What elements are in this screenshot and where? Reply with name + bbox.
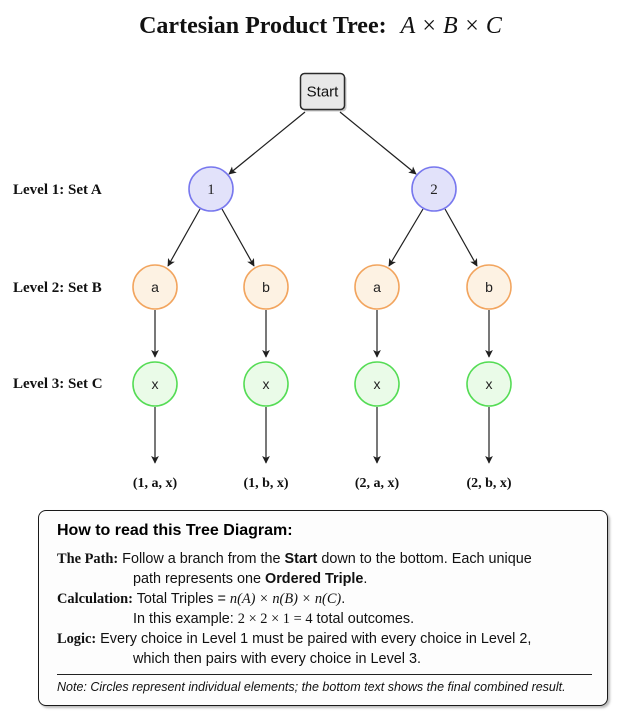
path-text-1: Follow a branch from the (122, 551, 281, 567)
calc-text-4: total outcomes. (316, 611, 415, 627)
row-label-level-1: Level 1: Set A (13, 182, 102, 198)
node-b-left-label: b (262, 279, 270, 295)
node-b-right-label: b (485, 279, 493, 295)
edge-1-b (221, 208, 255, 267)
node-start: Start (299, 72, 347, 112)
node-start-box (299, 72, 346, 111)
edge-2-b (444, 208, 478, 267)
calc-text-1: Total Triples = (136, 591, 226, 607)
node-x-4-label: x (486, 376, 493, 392)
node-x-3 (354, 361, 400, 407)
info-box: How to read this Tree Diagram: The Path:… (38, 510, 608, 706)
info-heading: How to read this Tree Diagram: (57, 522, 293, 539)
logic-label: Logic: (57, 631, 97, 647)
node-x-1-label: x (152, 376, 159, 392)
node-x-2-label: x (263, 376, 270, 392)
edge-start-2 (339, 111, 417, 175)
path-bold-start: Start (284, 551, 318, 567)
page-title: Cartesian Product Tree: A × B × C (0, 13, 621, 40)
node-x-3-label: x (374, 376, 381, 392)
node-a-right-label: a (373, 279, 381, 295)
node-x-1 (132, 361, 178, 407)
calc-math: n(A) × n(B) × n(C) (229, 591, 342, 607)
row-label-level-2: Level 2: Set B (13, 280, 102, 296)
calc-text-2: . (341, 591, 346, 607)
path-text-2: down to the bottom. Each unique (321, 551, 532, 567)
title-math: A × B × C (400, 13, 502, 39)
tree-edges (151, 111, 493, 464)
info-line-calc: Calculation: Total Triples = n(A) × n(B)… (57, 589, 592, 609)
row-label-level-3: Level 3: Set C (13, 376, 103, 392)
calc-math-2: 2 × 2 × 1 = 4 (237, 611, 313, 627)
node-1 (188, 166, 234, 212)
path-text-3: path represents one (133, 571, 262, 587)
calc-label: Calculation: (57, 591, 133, 607)
path-label: The Path: (57, 551, 119, 567)
node-2-label: 2 (430, 182, 438, 198)
info-line-path-2: path represents one Ordered Triple. (57, 569, 592, 589)
title-text: Cartesian Product Tree: (139, 13, 387, 39)
node-x-4 (466, 361, 512, 407)
leaf-label-1: (1, a, x) (133, 476, 178, 491)
info-line-calc-2: In this example: 2 × 2 × 1 = 4 total out… (57, 609, 592, 629)
leaf-label-2: (1, b, x) (243, 476, 288, 491)
leaf-label-3: (2, a, x) (355, 476, 400, 491)
info-line-logic: Logic: Every choice in Level 1 must be p… (57, 629, 592, 649)
info-line-logic-2: which then pairs with every choice in Le… (57, 649, 592, 669)
node-a-left-label: a (151, 279, 159, 295)
horizontal-rule (57, 674, 592, 675)
node-b-left (243, 264, 289, 310)
node-1-label: 1 (207, 182, 215, 198)
edge-2-a (388, 208, 424, 267)
edge-1-a (167, 208, 201, 267)
path-bold-triple: Ordered Triple (265, 571, 364, 587)
logic-text-2: which then pairs with every choice in Le… (133, 651, 421, 667)
leaf-label-4: (2, b, x) (466, 476, 511, 491)
node-a-right (354, 264, 400, 310)
info-note: Note: Circles represent individual eleme… (57, 680, 592, 694)
node-b-right (466, 264, 512, 310)
path-text-4: . (363, 571, 368, 587)
logic-text-1: Every choice in Level 1 must be paired w… (100, 631, 532, 647)
tree-diagram: Start 1 2 a b a b x x x x Level 1: Set A… (13, 72, 512, 491)
note-text: Circles represent individual elements; t… (90, 680, 566, 694)
node-2 (411, 166, 457, 212)
node-x-2 (243, 361, 289, 407)
note-label: Note: (57, 680, 87, 694)
info-line-path: The Path: Follow a branch from the Start… (57, 549, 592, 569)
edge-start-1 (228, 111, 306, 175)
node-start-label: Start (307, 84, 340, 101)
calc-text-3: In this example: (133, 611, 234, 627)
node-a-left (132, 264, 178, 310)
